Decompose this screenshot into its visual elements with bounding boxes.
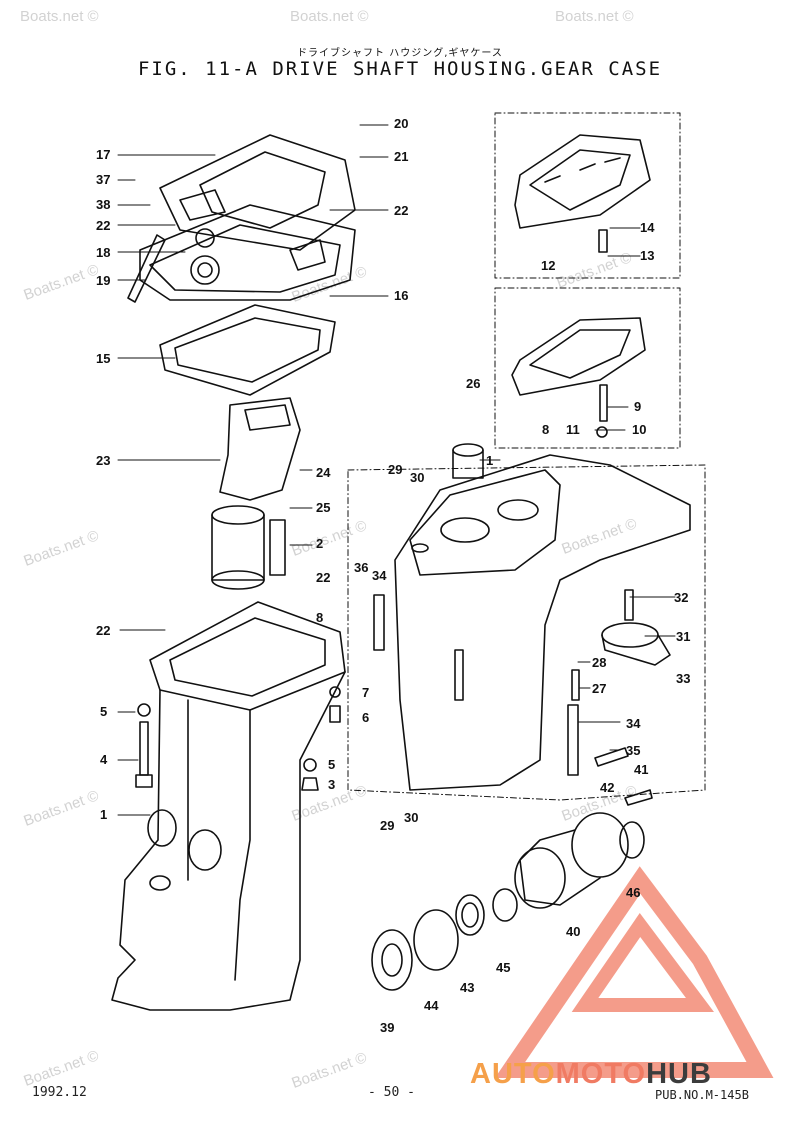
- callout-label: 22: [96, 218, 111, 233]
- callout-label: 8: [316, 610, 324, 625]
- callout-label: 22: [394, 203, 409, 218]
- callout-label: 22: [96, 623, 111, 638]
- callout-label: 34: [372, 568, 387, 583]
- callout-label: 19: [96, 273, 111, 288]
- watermark: Boats.net ©: [290, 8, 369, 25]
- callout-label: 24: [316, 465, 331, 480]
- logo-graphic: [494, 866, 774, 1078]
- callout-label: 41: [634, 762, 649, 777]
- callout-label: 46: [626, 885, 641, 900]
- callout-label: 11: [566, 422, 580, 437]
- automotohub-logo: AUTOMOTOHUB: [470, 1058, 712, 1091]
- callout-label: 8: [542, 422, 550, 437]
- logo-text-auto: AUTO: [470, 1058, 556, 1090]
- callout-label: 27: [592, 681, 607, 696]
- callout-label: 7: [362, 685, 370, 700]
- callout-label: 29: [388, 462, 403, 477]
- callout-label: 15: [96, 351, 111, 366]
- callout-label: 25: [316, 500, 331, 515]
- callout-label: 4: [100, 752, 108, 767]
- callout-label: 21: [394, 149, 409, 164]
- callout-label: 1: [100, 807, 108, 822]
- callout-label: 5: [328, 757, 336, 772]
- callout-label: 26: [466, 376, 481, 391]
- callout-label: 38: [96, 197, 111, 212]
- callout-label: 12: [541, 258, 556, 273]
- watermark: Boats.net ©: [555, 8, 634, 25]
- callout-label: 34: [626, 716, 641, 731]
- logo-text-moto: MOTO: [555, 1058, 647, 1090]
- callout-label: 13: [640, 248, 655, 263]
- callout-label: 3: [328, 777, 336, 792]
- callout-label: 43: [460, 980, 475, 995]
- callout-label: 29: [380, 818, 395, 833]
- callout-label: 33: [676, 671, 691, 686]
- callout-label: 10: [632, 422, 647, 437]
- footer-page-number: - 50 -: [368, 1085, 415, 1100]
- callout-label: 30: [410, 470, 425, 485]
- callout-label: 14: [640, 220, 655, 235]
- callout-label: 20: [394, 116, 409, 131]
- callout-label: 32: [674, 590, 689, 605]
- callout-label: 2: [316, 536, 324, 551]
- callout-label: 28: [592, 655, 607, 670]
- callout-label: 1: [486, 453, 494, 468]
- callout-label: 23: [96, 453, 111, 468]
- callout-label: 44: [424, 998, 439, 1013]
- callout-label: 35: [626, 743, 641, 758]
- logo-text-hub: HUB: [646, 1058, 712, 1090]
- callout-label: 16: [394, 288, 409, 303]
- callout-label: 9: [634, 399, 642, 414]
- callout-label: 30: [404, 810, 419, 825]
- callout-label: 39: [380, 1020, 395, 1035]
- callout-label: 31: [676, 629, 691, 644]
- callout-label: 42: [600, 780, 615, 795]
- callout-label: 45: [496, 960, 511, 975]
- callout-label: 36: [354, 560, 369, 575]
- callout-label: 5: [100, 704, 108, 719]
- callout-label: 6: [362, 710, 370, 725]
- callout-label: 17: [96, 147, 111, 162]
- figure-subtitle: ドライブシャフト ハウジング,ギヤケース: [297, 48, 503, 59]
- callout-label: 37: [96, 172, 111, 187]
- callout-label: 18: [96, 245, 111, 260]
- callout-label: 22: [316, 570, 331, 585]
- watermark: Boats.net ©: [20, 8, 99, 25]
- footer-publication-number: PUB.NO.M-145B: [655, 1088, 749, 1102]
- callout-label: 40: [566, 924, 581, 939]
- figure-title: FIG. 11-A DRIVE SHAFT HOUSING.GEAR CASE: [137, 58, 663, 80]
- footer-date: 1992.12: [32, 1085, 87, 1100]
